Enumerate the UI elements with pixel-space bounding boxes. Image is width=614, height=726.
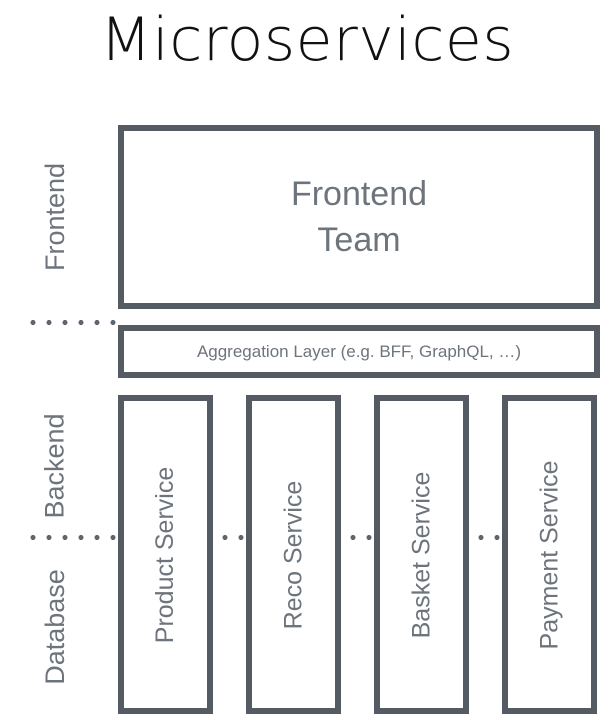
- band-label-database-text: Database: [40, 569, 70, 685]
- band-label-database: Database: [0, 537, 110, 717]
- service-label-product: Product Service: [151, 466, 180, 643]
- frontend-team-box[interactable]: Frontend Team: [118, 125, 600, 309]
- band-label-frontend: Frontend: [0, 125, 110, 309]
- band-label-frontend-text: Frontend: [39, 162, 70, 272]
- service-box-product[interactable]: Product Service: [118, 395, 213, 714]
- band-label-backend-text: Backend: [39, 413, 70, 519]
- divider-frontend-backend: [25, 320, 123, 325]
- aggregation-layer-label: Aggregation Layer (e.g. BFF, GraphQL, …): [196, 341, 522, 361]
- service-box-basket[interactable]: Basket Service: [374, 395, 469, 714]
- service-box-reco[interactable]: Reco Service: [246, 395, 341, 714]
- aggregation-layer-box[interactable]: Aggregation Layer (e.g. BFF, GraphQL, …): [118, 325, 600, 378]
- service-label-basket: Basket Service: [407, 471, 436, 638]
- band-label-backend: Backend: [0, 395, 110, 537]
- service-label-reco: Reco Service: [279, 480, 308, 629]
- page-title: Microservices: [99, 5, 515, 75]
- service-box-payment[interactable]: Payment Service: [502, 395, 597, 714]
- service-label-payment: Payment Service: [535, 460, 564, 649]
- frontend-team-label: Frontend Team: [290, 175, 428, 259]
